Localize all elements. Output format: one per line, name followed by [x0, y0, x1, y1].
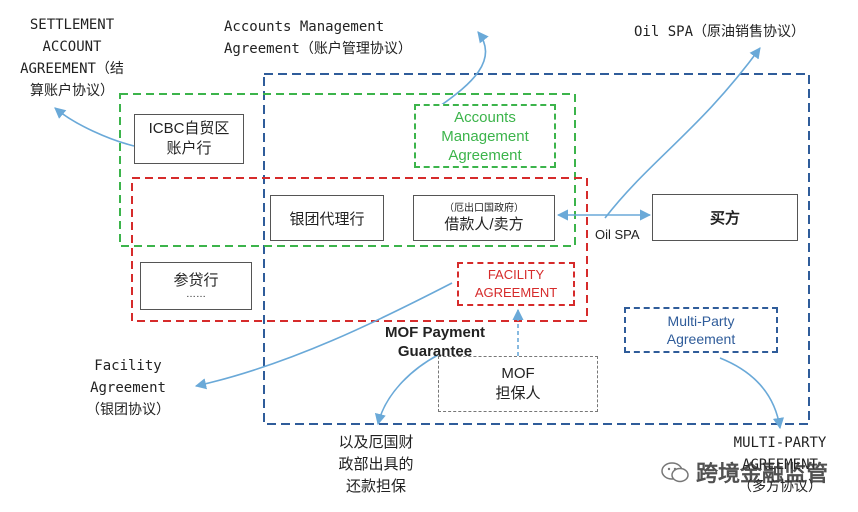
annotation-facility: Facility Agreement （银团协议）: [70, 355, 186, 421]
annotation-oil-spa: Oil SPA（原油销售协议）: [634, 24, 806, 40]
multi-party-region: [263, 73, 810, 425]
buyer-box: 买方: [652, 194, 798, 241]
annotation-accounts-mgmt: Accounts Management Agreement（账户管理协议）: [224, 16, 412, 60]
accounts-mgmt-agreement-box: Accounts Management Agreement: [414, 104, 556, 168]
participating-bank-label: 参贷行: [173, 272, 219, 289]
annotation-accounts-mgmt-line-1: Accounts Management: [224, 19, 385, 35]
icbc-box-line-2: 账户行: [166, 140, 212, 157]
agent-bank-box: 银团代理行: [270, 195, 384, 241]
mof-box-line-1: MOF: [501, 365, 535, 382]
borrower-box-subtitle: （厄出口国政府）: [444, 202, 524, 214]
oil-spa-label: Oil SPA: [595, 227, 640, 242]
annotation-facility-line-1: Facility: [94, 358, 162, 374]
mof-guarantee-label-line-2: Guarantee: [397, 343, 473, 360]
annotation-mof-cn-line-3: 还款担保: [345, 478, 406, 495]
icbc-box-line-1: ICBC自贸区: [148, 120, 230, 137]
annotation-facility-line-2: Agreement: [90, 380, 166, 396]
mof-guarantor-box: MOF 担保人: [438, 356, 598, 412]
participating-bank-box: 参贷行 ……: [140, 262, 252, 310]
annotation-settlement-line-2: ACCOUNT: [42, 39, 102, 55]
arrow-facility: [194, 282, 453, 390]
mof-guarantee-label: MOF Payment Guarantee: [360, 323, 510, 361]
facility-box-line-1: FACILITY: [487, 267, 545, 282]
wechat-icon: [660, 461, 690, 483]
borrower-seller-box: （厄出口国政府） 借款人/卖方: [413, 195, 555, 241]
accounts-mgmt-box-line-1: Accounts: [454, 108, 516, 126]
accounts-mgmt-box-line-2: Management: [441, 127, 529, 145]
arrow-settlement: [54, 107, 135, 147]
annotation-settlement-line-3: AGREEMENT（结: [20, 61, 124, 77]
multi-party-box-line-2: Agreement: [666, 331, 736, 347]
icbc-account-bank-box: ICBC自贸区 账户行: [134, 114, 244, 164]
arrow-multi-party: [719, 357, 785, 430]
annotation-mof-cn-line-2: 政部出具的: [338, 456, 414, 473]
annotation-accounts-mgmt-line-2: Agreement（账户管理协议）: [224, 41, 412, 57]
arrow-oil-spa: [604, 47, 761, 219]
annotation-multi-party-line-3: （多方协议）: [738, 479, 822, 495]
multi-party-box-line-1: Multi-Party: [667, 313, 735, 329]
annotation-mof-cn: 以及厄国财 政部出具的 还款担保: [326, 432, 426, 498]
annotation-multi-party-line-1: MULTI-PARTY: [733, 435, 827, 451]
annotation-mof-cn-line-1: 以及厄国财: [338, 434, 414, 451]
settlement-region: [119, 93, 576, 247]
annotation-multi-party: MULTI-PARTY AGREEMENT （多方协议）: [718, 432, 842, 498]
watermark: 跨境金融监管: [660, 456, 828, 488]
watermark-text: 跨境金融监管: [696, 461, 829, 486]
annotation-settlement-line-4: 算账户协议）: [30, 83, 114, 99]
mof-guarantee-label-line-1: MOF Payment: [384, 324, 486, 341]
annotation-settlement: SETTLEMENT ACCOUNT AGREEMENT（结 算账户协议）: [8, 14, 136, 102]
annotation-multi-party-line-2: AGREEMENT: [742, 457, 818, 473]
participating-bank-dots: ……: [186, 289, 206, 300]
borrower-box-title: 借款人/卖方: [444, 215, 524, 233]
annotation-facility-line-3: （银团协议）: [86, 402, 170, 418]
facility-box-line-2: AGREEMENT: [474, 285, 558, 300]
facility-region: [131, 177, 588, 322]
arrow-accounts-mgmt: [439, 31, 489, 107]
arrow-mof-guarantee: [374, 354, 439, 426]
annotation-settlement-line-1: SETTLEMENT: [29, 17, 115, 33]
accounts-mgmt-box-line-3: Agreement: [448, 146, 522, 164]
facility-agreement-box: FACILITY AGREEMENT: [457, 262, 575, 306]
mof-box-line-2: 担保人: [495, 385, 541, 402]
multi-party-agreement-box: Multi-Party Agreement: [624, 307, 778, 353]
